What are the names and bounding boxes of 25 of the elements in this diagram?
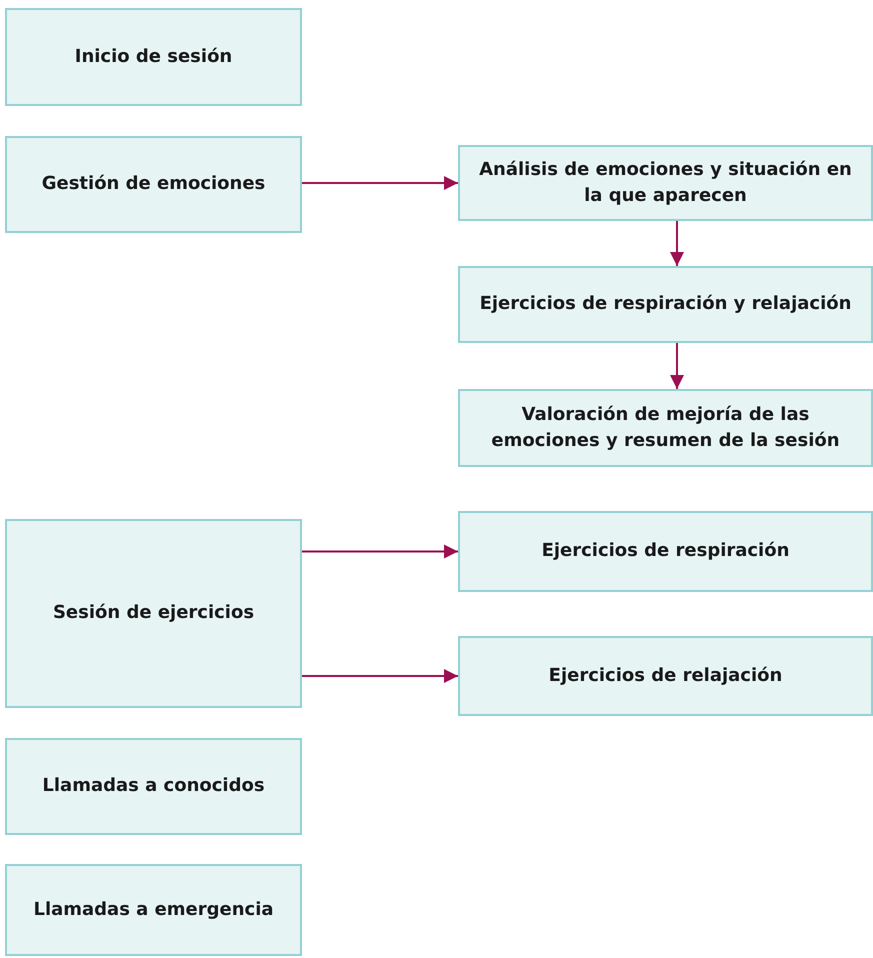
process-box (458, 511, 873, 592)
box-label: Ejercicios de respiración y relajación (480, 292, 852, 316)
process-box (5, 8, 302, 106)
box-label: Sesión de ejercicios (52, 601, 254, 626)
box-label: Ejercicios de respiración (542, 539, 790, 564)
box-label: Llamadas a conocidos (42, 774, 265, 798)
box-label: Gestión de emociones (42, 172, 266, 196)
arrow (302, 669, 458, 683)
box-label: Ejercicios de relajación (548, 664, 782, 688)
arrow (670, 343, 684, 389)
box-label: Análisis de emociones y situación en la que aparecen (478, 158, 853, 208)
process-box (5, 738, 302, 835)
box-label: Valoración de mejoría de las emociones y resumen de la sesión (490, 402, 841, 453)
box-label: Llamadas a emergencia (33, 898, 274, 922)
process-box (458, 389, 873, 467)
arrow (302, 544, 458, 558)
box-label: Inicio de sesión (74, 44, 232, 69)
process-box (5, 864, 302, 956)
process-box (458, 266, 873, 343)
process-box (458, 636, 873, 716)
process-box (5, 519, 302, 708)
arrow (670, 221, 684, 266)
arrow (302, 176, 458, 190)
process-box (5, 136, 302, 233)
process-box (458, 145, 873, 221)
